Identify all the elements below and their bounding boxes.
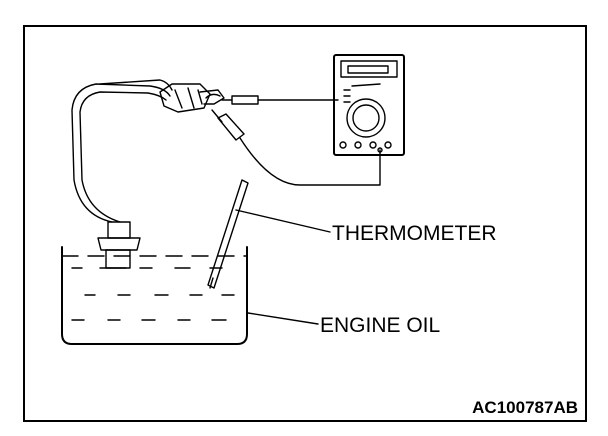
multimeter [333,54,405,156]
engine-oil-label: ENGINE OIL [320,314,440,337]
thermometer-label: THERMOMETER [332,222,497,245]
sensor-harness [71,79,173,223]
harness-connector [159,83,225,113]
thermometer-leader [235,209,331,233]
probe-leads [211,95,381,186]
oil-container [61,246,248,345]
figure-code: AC100787AB [472,398,578,417]
engine-oil [71,267,235,321]
engine-oil-leader [247,312,319,325]
thermometer [207,179,249,289]
